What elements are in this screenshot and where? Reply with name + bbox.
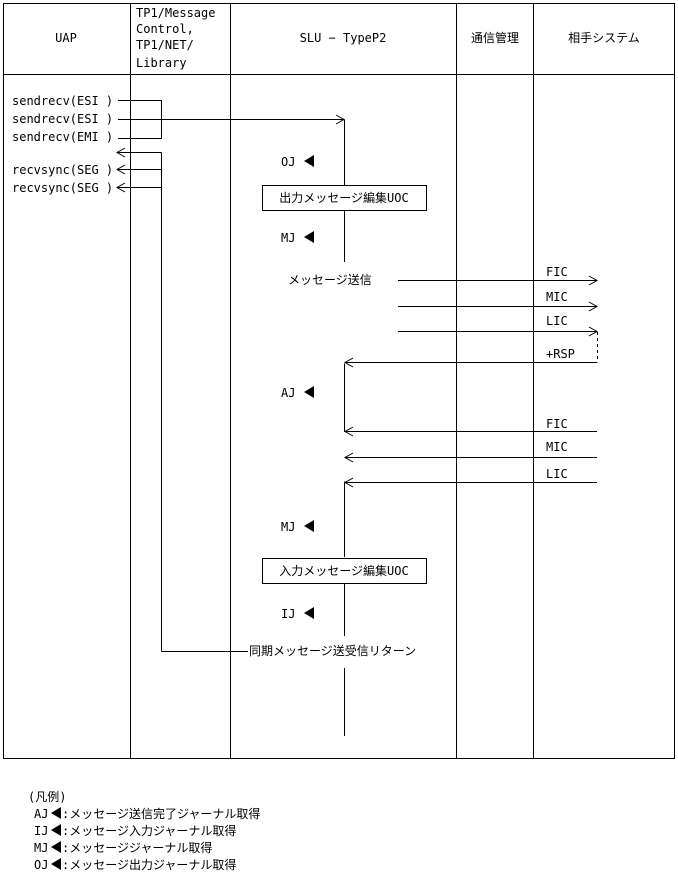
column-header-tp1: Control, [136,22,194,36]
uap-call-label: sendrecv(EMI ) [12,130,113,144]
journal-marker-icon [304,520,314,532]
outgoing-messages [343,275,599,488]
legend-text: :メッセージ送信完了ジャーナル取得 [62,807,261,821]
column-header-partner: 相手システム [568,31,640,45]
sequence-diagram: UAP TP1/Message Control, TP1/NET/ Librar… [3,3,675,759]
journal-marker-label: MJ [281,520,295,534]
legend: (凡例) AJ :メッセージ送信完了ジャーナル取得 IJ :メッセージ入力ジャーナル… [28,789,260,874]
send-message-label: メッセージ送信 [288,272,372,287]
journal-marker-icon [51,807,61,819]
message-label: FIC [546,417,568,431]
legend-item: OJ :メッセージ出力ジャーナル取得 [28,857,260,874]
column-header-slu: SLU − TypeP2 [300,31,387,45]
message-label: MIC [546,290,568,304]
message-label: LIC [546,467,568,481]
input-uoc-box [262,558,427,584]
uap-call-label: sendrecv(ESI ) [12,112,113,126]
legend-text: :メッセージ入力ジャーナル取得 [62,824,237,838]
journal-marker-label: MJ [281,231,295,245]
uap-call-label: sendrecv(ESI ) [12,94,113,108]
column-header-tp1: Library [136,56,187,70]
diagram-frame [3,3,675,759]
journal-marker-icon [51,841,61,853]
tp1-flow-lines [115,100,346,652]
column-header-tp1: TP1/NET/ [136,38,194,52]
uap-call-label: recvsync(SEG ) [12,163,113,177]
legend-text: :メッセージジャーナル取得 [62,841,213,855]
journal-marker-icon [304,231,314,243]
legend-text: :メッセージ出力ジャーナル取得 [62,858,237,872]
output-uoc-label: 出力メッセージ編集UOC [279,190,408,205]
legend-code: IJ [34,824,49,838]
journal-marker-label: AJ [281,386,295,400]
journal-marker-icon [51,858,61,870]
journal-marker-label: IJ [281,607,295,621]
legend-item: AJ :メッセージ送信完了ジャーナル取得 [28,806,260,823]
journal-marker-icon [304,155,314,167]
legend-item: IJ :メッセージ入力ジャーナル取得 [28,823,260,840]
sync-return-label: 同期メッセージ送受信リターン [249,643,416,658]
journal-marker-icon [304,386,314,398]
journal-marker-icon [51,824,61,836]
column-header-comm: 通信管理 [471,30,519,45]
column-header-tp1: TP1/Message [136,6,215,20]
message-label: LIC [546,314,568,328]
legend-code: AJ [34,807,49,821]
legend-code: MJ [34,841,49,855]
message-label: FIC [546,265,568,279]
journal-marker-label: OJ [281,155,295,169]
message-label: MIC [546,440,568,454]
legend-code: OJ [34,858,49,872]
column-header-uap: UAP [55,31,77,45]
legend-item: MJ :メッセージジャーナル取得 [28,840,260,857]
input-uoc-label: 入力メッセージ編集UOC [279,563,408,578]
message-label: +RSP [546,347,575,361]
output-uoc-box [262,185,427,211]
uap-call-label: recvsync(SEG ) [12,181,113,195]
legend-title: (凡例) [28,790,67,804]
journal-marker-icon [304,607,314,619]
